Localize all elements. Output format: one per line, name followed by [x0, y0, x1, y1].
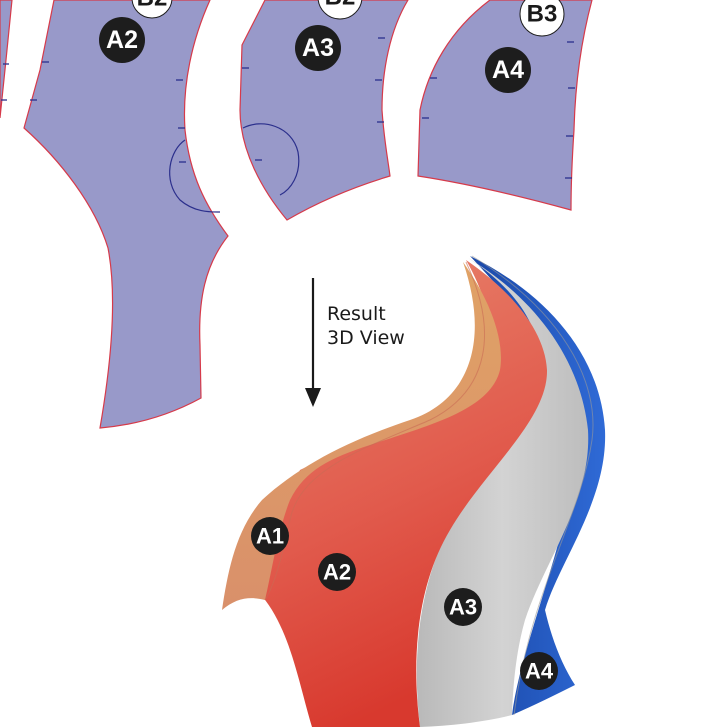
pattern-label-a3: A3: [302, 34, 334, 62]
pattern-label-badge-a3: [295, 25, 341, 71]
model-seam-a1-a2: [264, 261, 485, 601]
notch-marks: [1, 37, 575, 179]
model-3d: A1 A2 A3 A4: [222, 255, 606, 727]
model-label-a3: A3: [449, 595, 477, 620]
model-panel-a2: [262, 260, 548, 727]
pattern-piece-a4: [417, 0, 593, 211]
arrow-head: [305, 388, 321, 407]
model-badge-a4: [520, 652, 558, 690]
pattern-piece-a2: [23, 0, 229, 429]
pattern-tag-a3: [317, 0, 363, 20]
model-seam-a3-a4: [471, 255, 594, 716]
model-label-a4: A4: [525, 659, 554, 684]
pattern-label-a2: A2: [106, 26, 138, 54]
model-panel-a1: [222, 262, 501, 610]
pattern-tag-text-a4: B3: [527, 1, 558, 28]
pattern-tag-a4: [519, 0, 565, 37]
result-arrow: [305, 278, 321, 407]
model-label-a1: A1: [256, 524, 284, 549]
pattern-label-badge-a2: [99, 17, 145, 63]
model-badge-a1: [251, 517, 289, 555]
pattern-piece-a3: [239, 0, 409, 221]
model-badge-a2: [318, 553, 356, 591]
pattern-tag-text-a3: B2: [325, 0, 356, 11]
pattern-dart-circle: [169, 139, 221, 213]
arrow-caption-line1: Result: [327, 303, 386, 325]
pattern-pieces: [0, 0, 593, 429]
arrow-caption-line2: 3D View: [327, 327, 405, 349]
pattern-badges: B2 B2 B3 A2 A3 A4: [99, 0, 565, 93]
pattern-label-a4: A4: [492, 56, 524, 84]
pattern-piece-a1-partial: [0, 0, 13, 119]
pattern-tag-a2: [131, 0, 173, 19]
model-label-a2: A2: [323, 560, 351, 585]
pattern-tag-text-a2: B2: [137, 0, 168, 12]
pattern-label-badge-a4: [485, 47, 531, 93]
model-badge-a3: [444, 588, 482, 626]
pattern-dart-circle-2: [242, 123, 300, 196]
